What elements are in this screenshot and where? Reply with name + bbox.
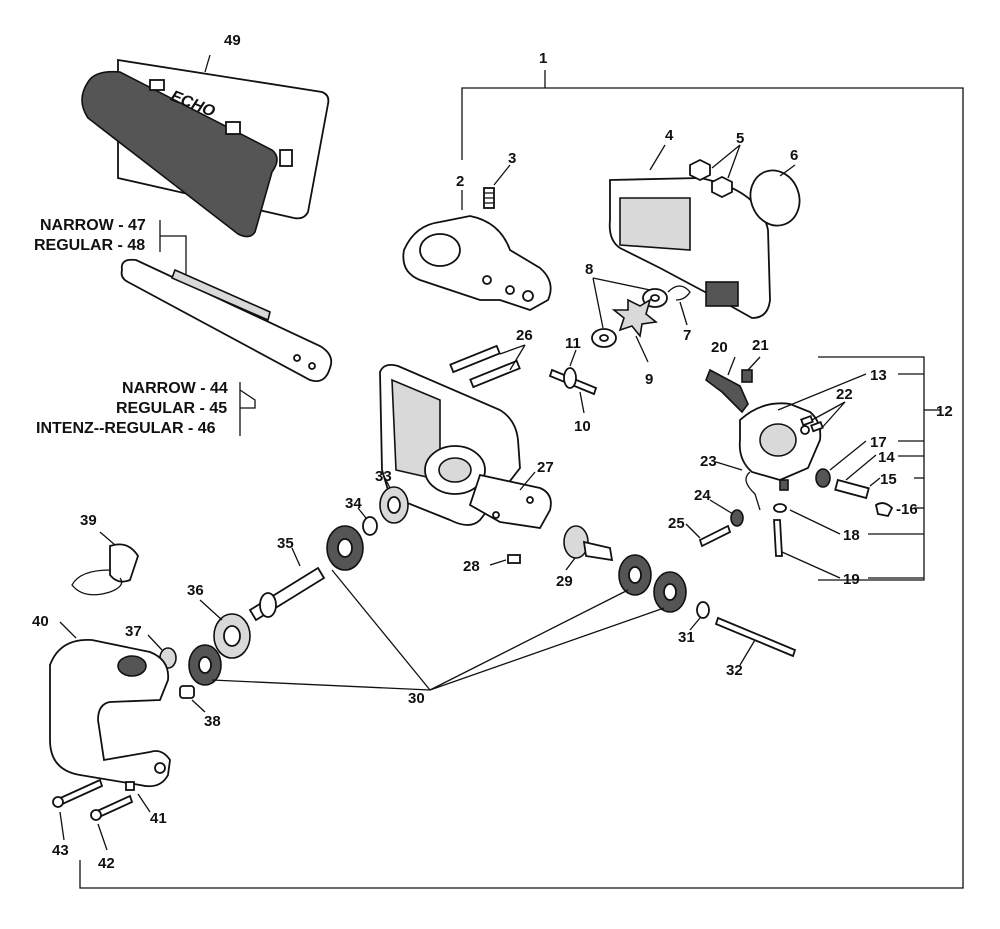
callout-49: 49	[224, 32, 241, 49]
callout-15: 15	[880, 471, 897, 488]
callout-32: 32	[726, 662, 743, 679]
callout-2: 2	[456, 173, 464, 190]
ring-part-34	[357, 507, 378, 536]
callout-18: 18	[843, 527, 860, 544]
main-housing	[379, 363, 552, 529]
callout-24: 24	[694, 487, 711, 504]
drive-shaft-part-35	[248, 547, 326, 622]
callout-23: 23	[700, 453, 717, 470]
callout-28: 28	[463, 558, 480, 575]
handle-part-40	[49, 621, 171, 788]
callout-27: 27	[537, 459, 554, 476]
callout-21: 21	[752, 337, 769, 354]
callout-26: 26	[516, 327, 533, 344]
gear-part-36	[199, 599, 251, 659]
clip-part-7	[667, 285, 691, 326]
callout-10: 10	[574, 418, 591, 435]
callout-19: 19	[843, 571, 860, 588]
callout-30: 30	[408, 690, 425, 707]
callout-12: 12	[936, 403, 953, 420]
label-narrow-47: NARROW - 47	[40, 217, 146, 234]
assembly-bracket-1	[79, 70, 964, 889]
callout-7: 7	[683, 327, 691, 344]
callout-43: 43	[52, 842, 69, 859]
bearing-part-30	[188, 525, 687, 691]
callout-8: 8	[585, 261, 593, 278]
label-intenz-46: INTENZ--REGULAR - 46	[36, 420, 216, 437]
callout-29: 29	[556, 573, 573, 590]
variant-labels: NARROW - 47 REGULAR - 48 NARROW - 44 REG…	[34, 217, 228, 437]
label-regular-48: REGULAR - 48	[34, 237, 145, 254]
cap-part-6	[749, 164, 801, 227]
bolt-part-3	[483, 164, 511, 209]
gear-case-part-2	[402, 190, 552, 311]
callout-38: 38	[204, 713, 221, 730]
callout-34: 34	[345, 495, 362, 512]
scabbard-part-49: ECHO	[81, 54, 330, 238]
callout-42: 42	[98, 855, 115, 872]
callout-16: -16	[896, 501, 918, 518]
callout-17: 17	[870, 434, 887, 451]
callout-11: 11	[565, 335, 581, 352]
sprocket-cover-part-4	[608, 144, 771, 319]
callout-22: 22	[836, 386, 853, 403]
guide-bar-part-44-48	[120, 220, 333, 436]
pin-part-26	[449, 344, 526, 389]
gear-part-33	[379, 477, 409, 524]
callout-labels: 1 2 3 4 5 6 7 8 9 10 11 12 13 14 15 -16 …	[32, 32, 953, 872]
callout-33: 33	[375, 468, 392, 485]
callout-13: 13	[870, 367, 887, 384]
label-narrow-44: NARROW - 44	[122, 380, 228, 397]
callout-31: 31	[678, 629, 695, 646]
callout-14: 14	[878, 449, 895, 466]
callout-36: 36	[187, 582, 204, 599]
callout-1: 1	[539, 50, 547, 67]
pin-part-32	[714, 616, 797, 666]
nut-part-5	[689, 144, 741, 199]
label-regular-45: REGULAR - 45	[116, 400, 227, 417]
callout-3: 3	[508, 150, 516, 167]
gear-part-29	[563, 525, 614, 571]
shaft-part-10-11	[548, 349, 598, 414]
pin-part-28	[489, 554, 521, 566]
screw-parts-41-43	[52, 778, 151, 851]
callout-39: 39	[80, 512, 97, 529]
callout-40: 40	[32, 613, 49, 630]
callout-9: 9	[645, 371, 653, 388]
callout-37: 37	[125, 623, 142, 640]
cap-strap-part-39	[71, 531, 139, 596]
ring-part-31	[689, 601, 710, 631]
callout-25: 25	[668, 515, 685, 532]
callout-5: 5	[736, 130, 744, 147]
sprocket-part-9	[611, 298, 658, 363]
callout-6: 6	[790, 147, 798, 164]
oil-pump-assembly-12	[685, 356, 940, 581]
callout-41: 41	[150, 810, 167, 827]
callout-4: 4	[665, 127, 674, 144]
callout-20: 20	[711, 339, 728, 356]
callout-35: 35	[277, 535, 294, 552]
bushing-part-38	[179, 685, 206, 713]
